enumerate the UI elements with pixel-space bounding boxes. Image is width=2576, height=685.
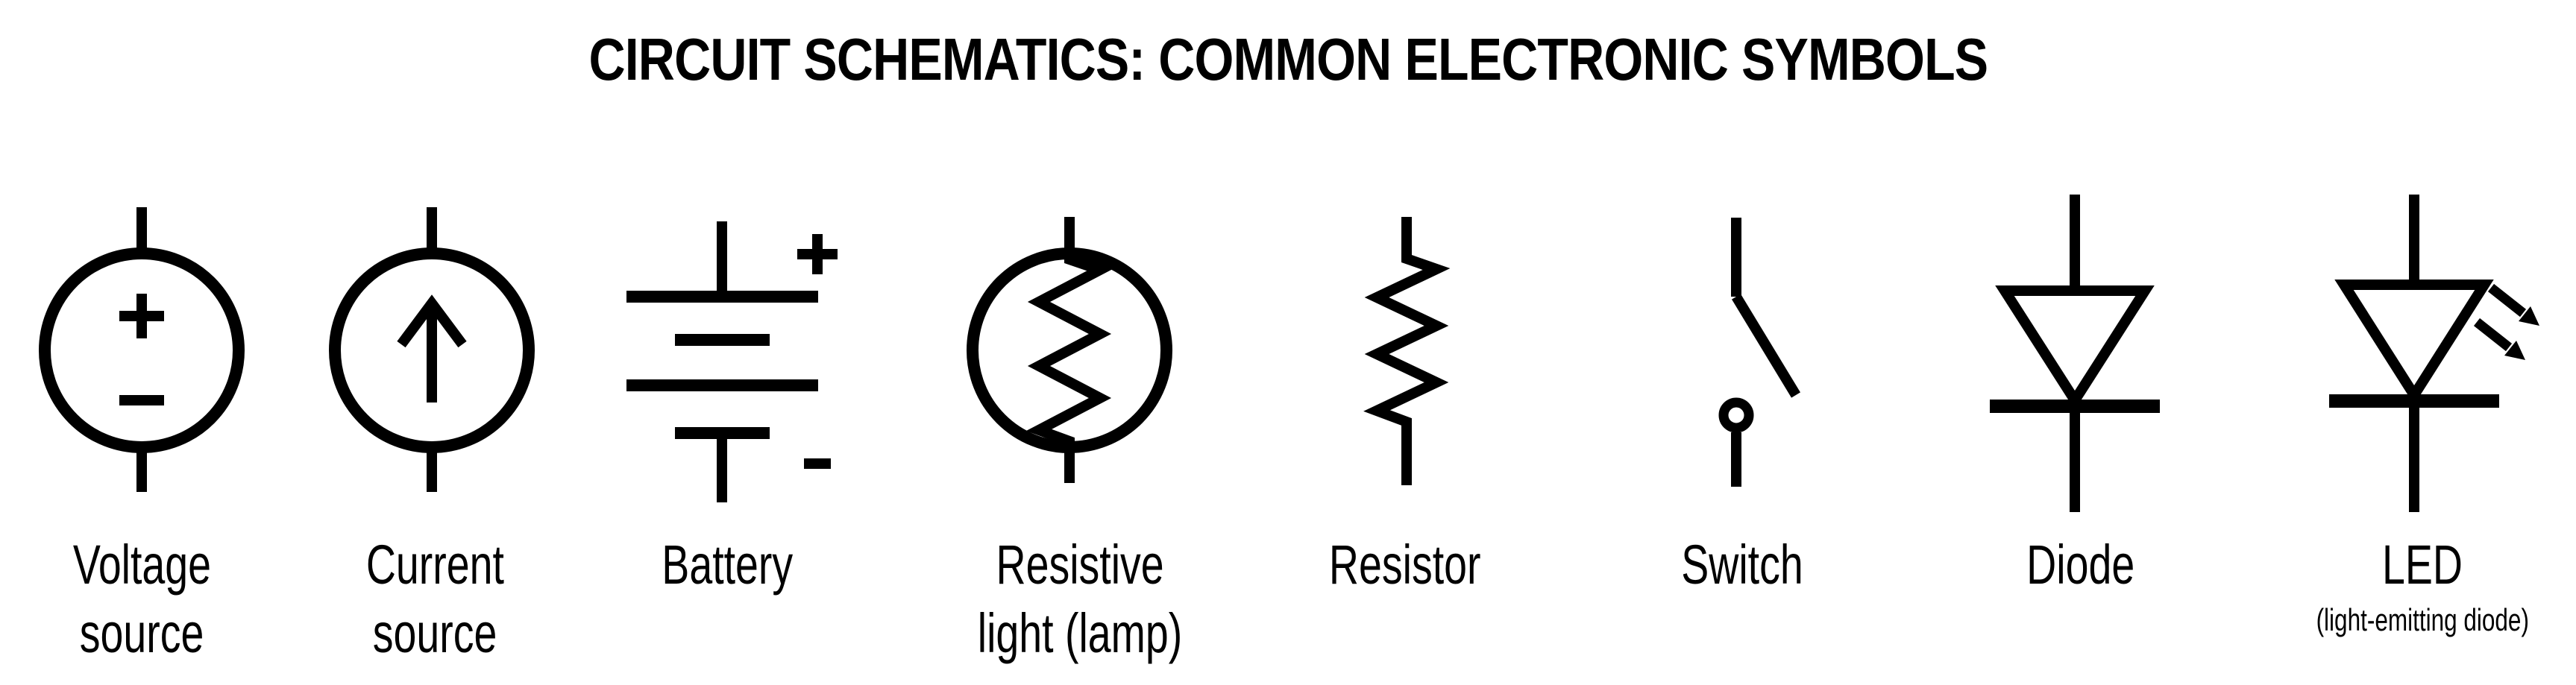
led-triangle	[2334, 280, 2494, 405]
plus-sign	[119, 294, 164, 338]
page-title: CIRCUIT SCHEMATICS: COMMON ELECTRONIC SY…	[0, 27, 2576, 92]
label-battery: Battery	[533, 531, 921, 599]
label-resistor: Resistor	[1211, 531, 1599, 599]
battery-icon	[626, 221, 838, 502]
label-text: Resistor	[1329, 534, 1481, 596]
switch-arm	[1732, 294, 1800, 398]
switch-icon	[1718, 218, 1800, 487]
resistor-icon	[1363, 217, 1451, 485]
arrow-head	[397, 294, 467, 348]
label-text: Resistive	[996, 534, 1164, 596]
diode-triangle	[1995, 285, 2155, 410]
resistive-light-icon	[967, 217, 1172, 483]
label-switch: Switch	[1548, 531, 1936, 599]
label-text: Battery	[662, 534, 793, 596]
emission-arrow-2-head	[2504, 341, 2525, 360]
current-source-icon	[329, 207, 535, 492]
label-text: light (lamp)	[977, 602, 1183, 664]
label-current-source: Current source	[241, 531, 629, 668]
emission-arrow-2	[2473, 318, 2513, 352]
emission-arrow-1-head	[2519, 306, 2539, 326]
label-led: LED (light-emitting diode)	[2228, 531, 2576, 641]
voltage-source-circle	[39, 247, 245, 453]
label-resistive-light: Resistive light (lamp)	[886, 531, 1274, 668]
label-text: source	[79, 602, 204, 664]
resistor-zigzag	[1363, 217, 1451, 485]
page-title-text: CIRCUIT SCHEMATICS: COMMON ELECTRONIC SY…	[588, 26, 1988, 92]
lamp-filament-zigzag	[1025, 217, 1113, 483]
label-text: Diode	[2026, 534, 2135, 596]
label-subtext: (light-emitting diode)	[2316, 602, 2529, 637]
light-emission-arrows	[2473, 283, 2539, 360]
label-diode: Diode	[1887, 531, 2275, 599]
label-voltage-source: Voltage source	[0, 531, 336, 668]
label-text: LED	[2382, 534, 2463, 596]
label-text: source	[372, 602, 497, 664]
voltage-source-icon	[39, 207, 245, 492]
diode-icon	[1990, 195, 2160, 512]
emission-arrow-1	[2487, 283, 2527, 318]
label-text: Switch	[1681, 534, 1803, 596]
led-icon	[2329, 195, 2539, 512]
switch-contact-circle	[1718, 397, 1754, 433]
label-text: Voltage	[72, 534, 211, 596]
plus-sign	[797, 234, 838, 274]
label-text: Current	[365, 534, 504, 596]
